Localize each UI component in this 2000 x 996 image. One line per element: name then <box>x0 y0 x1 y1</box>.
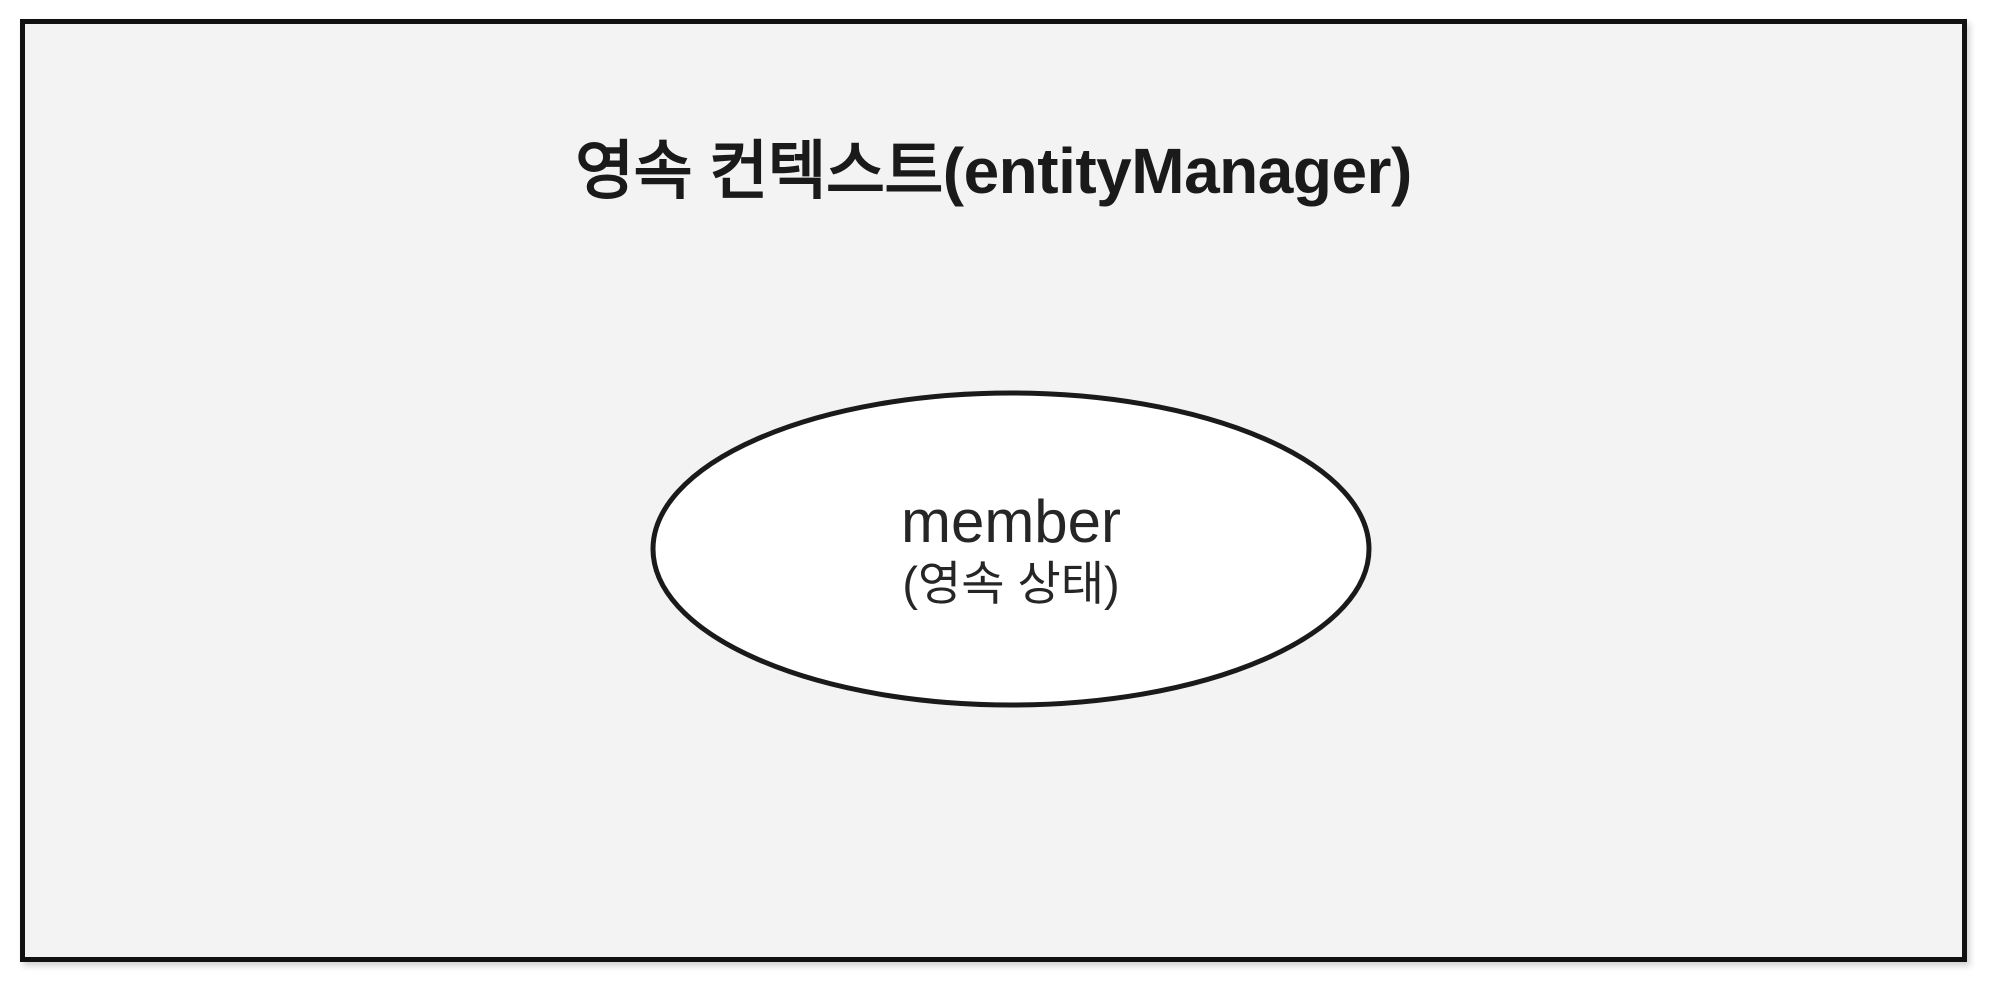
ellipse-shape-icon <box>650 390 1372 708</box>
entity-node-member: member (영속 상태) <box>649 389 1373 709</box>
persistence-context-title: 영속 컨텍스트(entityManager) <box>575 135 1412 207</box>
persistence-context-panel: 영속 컨텍스트(entityManager) member (영속 상태) <box>20 19 1967 962</box>
